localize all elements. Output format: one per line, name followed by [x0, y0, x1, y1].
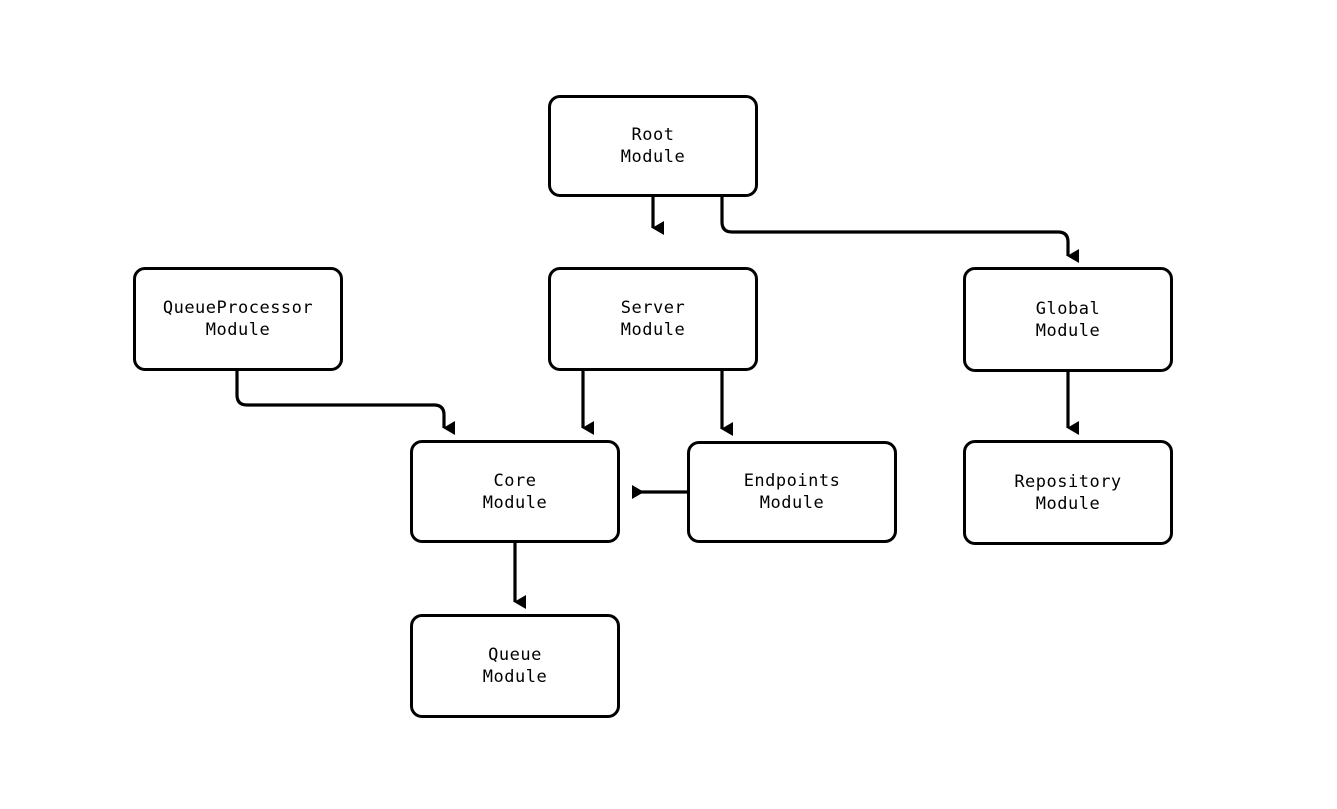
- node-queue-module-line2: Module: [482, 667, 548, 687]
- edge-root-to-global: [720, 197, 1079, 263]
- node-endpoints-module-line2: Module: [759, 493, 825, 513]
- node-root-module-line1: Root: [631, 125, 675, 145]
- node-server-module-line2: Module: [620, 320, 686, 340]
- node-root-module[interactable]: Root Module: [548, 95, 758, 197]
- node-global-module-line2: Module: [1035, 320, 1101, 341]
- node-repository-module[interactable]: Repository Module: [963, 440, 1173, 545]
- node-root-module-line2: Module: [620, 147, 686, 167]
- node-queueprocessor-module-line2: Module: [205, 320, 271, 340]
- node-global-module-line1: Global: [1035, 298, 1101, 319]
- node-queue-module[interactable]: Queue Module: [410, 614, 620, 718]
- node-queueprocessor-module[interactable]: QueueProcessor Module: [133, 267, 343, 371]
- node-repository-module-line1: Repository: [1014, 471, 1122, 492]
- edge-queueprocessor-to-core: [235, 371, 455, 435]
- node-repository-module-line2: Module: [1035, 493, 1101, 514]
- node-queueprocessor-module-line1: QueueProcessor: [162, 298, 314, 318]
- node-core-module[interactable]: Core Module: [410, 440, 620, 543]
- node-global-module[interactable]: Global Module: [963, 267, 1173, 372]
- node-queue-module-line1: Queue: [488, 645, 542, 665]
- node-endpoints-module-line1: Endpoints: [743, 471, 841, 491]
- node-server-module-line1: Server: [620, 298, 686, 318]
- node-core-module-line2: Module: [482, 492, 548, 513]
- node-endpoints-module[interactable]: Endpoints Module: [687, 441, 897, 543]
- node-core-module-line1: Core: [493, 470, 537, 491]
- node-server-module[interactable]: Server Module: [548, 267, 758, 371]
